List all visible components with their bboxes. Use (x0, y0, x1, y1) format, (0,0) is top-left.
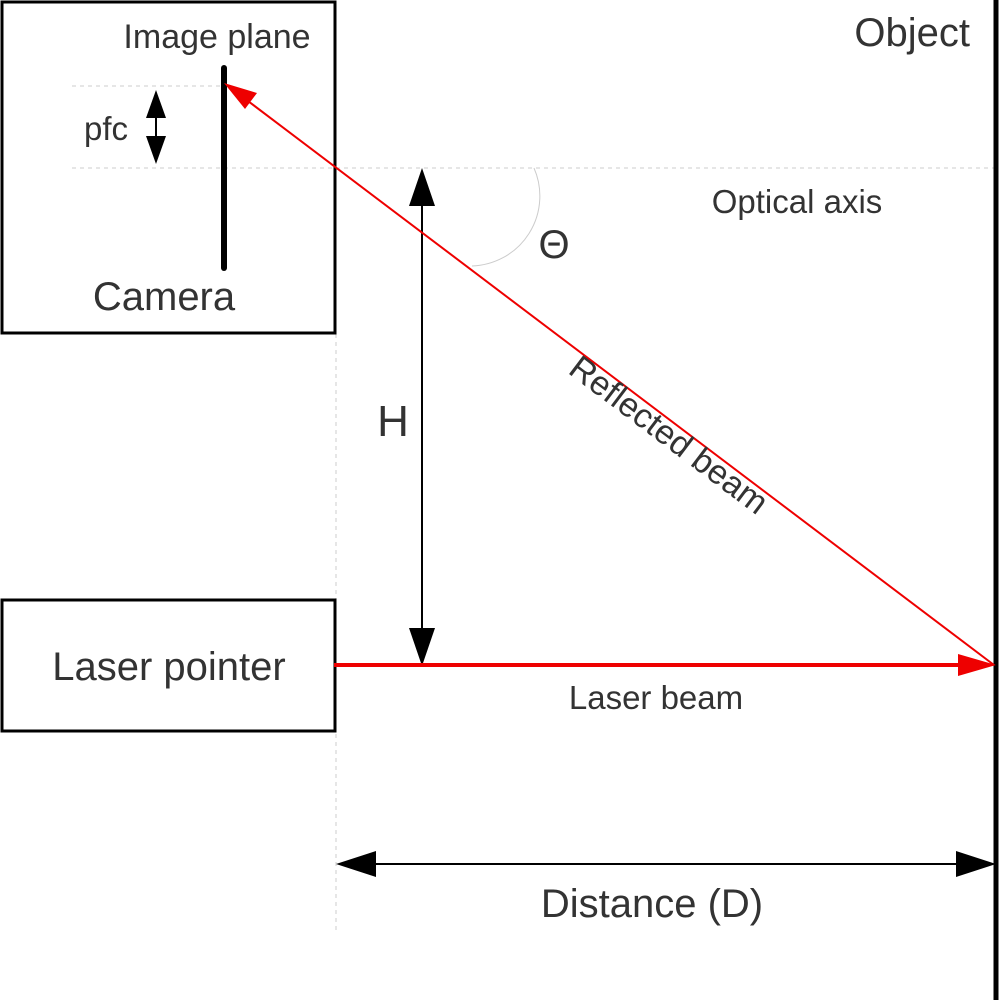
laser-pointer-label: Laser pointer (52, 645, 285, 689)
laser-beam-arrowhead (958, 654, 996, 676)
optical-axis-label: Optical axis (712, 183, 883, 220)
h-arrow-up (409, 168, 435, 206)
pfc-arrow-down (146, 136, 166, 164)
theta-label: Θ (538, 223, 569, 267)
object-label: Object (854, 11, 970, 55)
h-arrow-down (409, 628, 435, 666)
reflected-beam-arrowhead (224, 83, 257, 109)
theta-angle-arc (471, 167, 541, 267)
image-plane-label: Image plane (123, 18, 310, 56)
camera-label: Camera (93, 275, 236, 319)
laser-beam-label: Laser beam (569, 679, 743, 716)
distance-arrow-left (336, 851, 376, 877)
h-label: H (377, 397, 409, 446)
distance-arrow-right (956, 851, 996, 877)
pfc-arrow-up (146, 90, 166, 118)
distance-label: Distance (D) (541, 882, 763, 926)
reflected-beam-line (243, 97, 995, 666)
pfc-label: pfc (84, 110, 128, 147)
reflected-beam-label: Reflected beam (562, 348, 775, 522)
